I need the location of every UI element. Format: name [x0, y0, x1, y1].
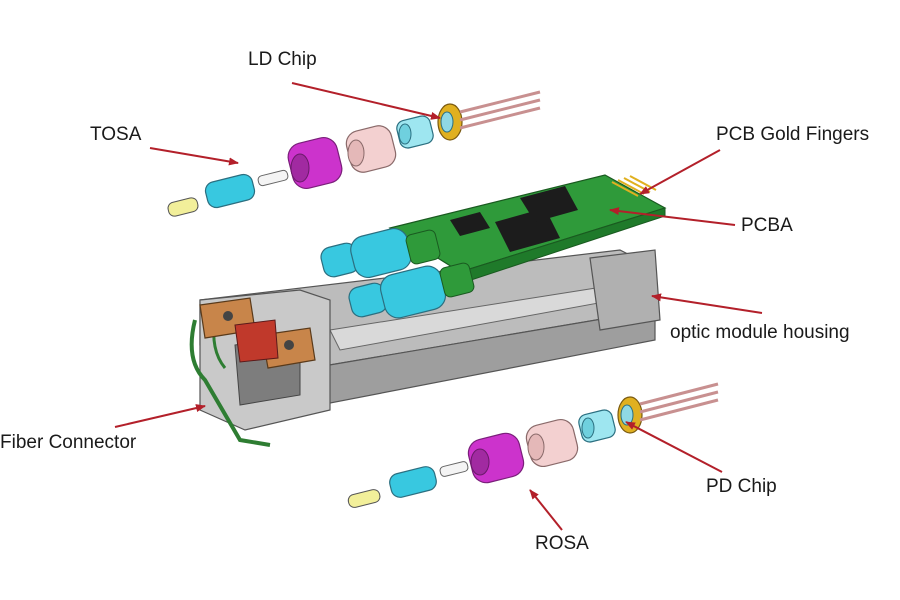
label-rosa: ROSA — [535, 533, 589, 554]
rosa-lens-holder — [467, 432, 525, 484]
mounted-osa-upper — [320, 227, 441, 279]
pcba-chip — [450, 212, 490, 236]
label-pcba: PCBA — [741, 215, 793, 236]
arrow-housing — [651, 293, 763, 314]
pcba-board — [388, 174, 667, 283]
tosa-cap — [396, 115, 434, 149]
label-housing: optic module housing — [670, 322, 850, 343]
ld-chip-can — [437, 90, 541, 141]
tosa-lens-holder — [287, 137, 343, 189]
rosa-assembly — [347, 382, 719, 508]
rosa-link — [439, 461, 469, 477]
arrow-ld-chip — [291, 82, 441, 120]
arrow-pd-chip — [625, 421, 723, 473]
tosa-assembly — [167, 90, 541, 217]
tosa-sleeve — [345, 125, 397, 173]
pcba-chip — [520, 186, 578, 222]
fiber-connector-latch — [189, 297, 316, 447]
label-pd-chip: PD Chip — [706, 476, 777, 497]
arrow-fiber-connector — [114, 404, 206, 428]
tosa-ferrule — [167, 197, 199, 217]
pd-chip-can — [617, 382, 719, 434]
tosa-barrel — [204, 173, 256, 209]
rosa-barrel — [389, 466, 437, 498]
label-fiber-connector: Fiber Connector — [0, 432, 137, 453]
label-tosa: TOSA — [90, 124, 142, 145]
mounted-osa-lower — [348, 262, 475, 319]
label-pcb-gold-fingers: PCB Gold Fingers — [716, 124, 870, 145]
label-ld-chip: LD Chip — [248, 49, 317, 70]
arrow-rosa — [529, 489, 563, 531]
arrow-pcba — [609, 207, 736, 226]
arrow-tosa — [149, 147, 239, 166]
tosa-link — [257, 169, 289, 187]
rosa-ferrule — [347, 489, 381, 508]
arrow-pcb-gold-fingers — [639, 149, 721, 195]
rosa-cap — [578, 409, 616, 443]
rosa-sleeve — [525, 418, 579, 468]
